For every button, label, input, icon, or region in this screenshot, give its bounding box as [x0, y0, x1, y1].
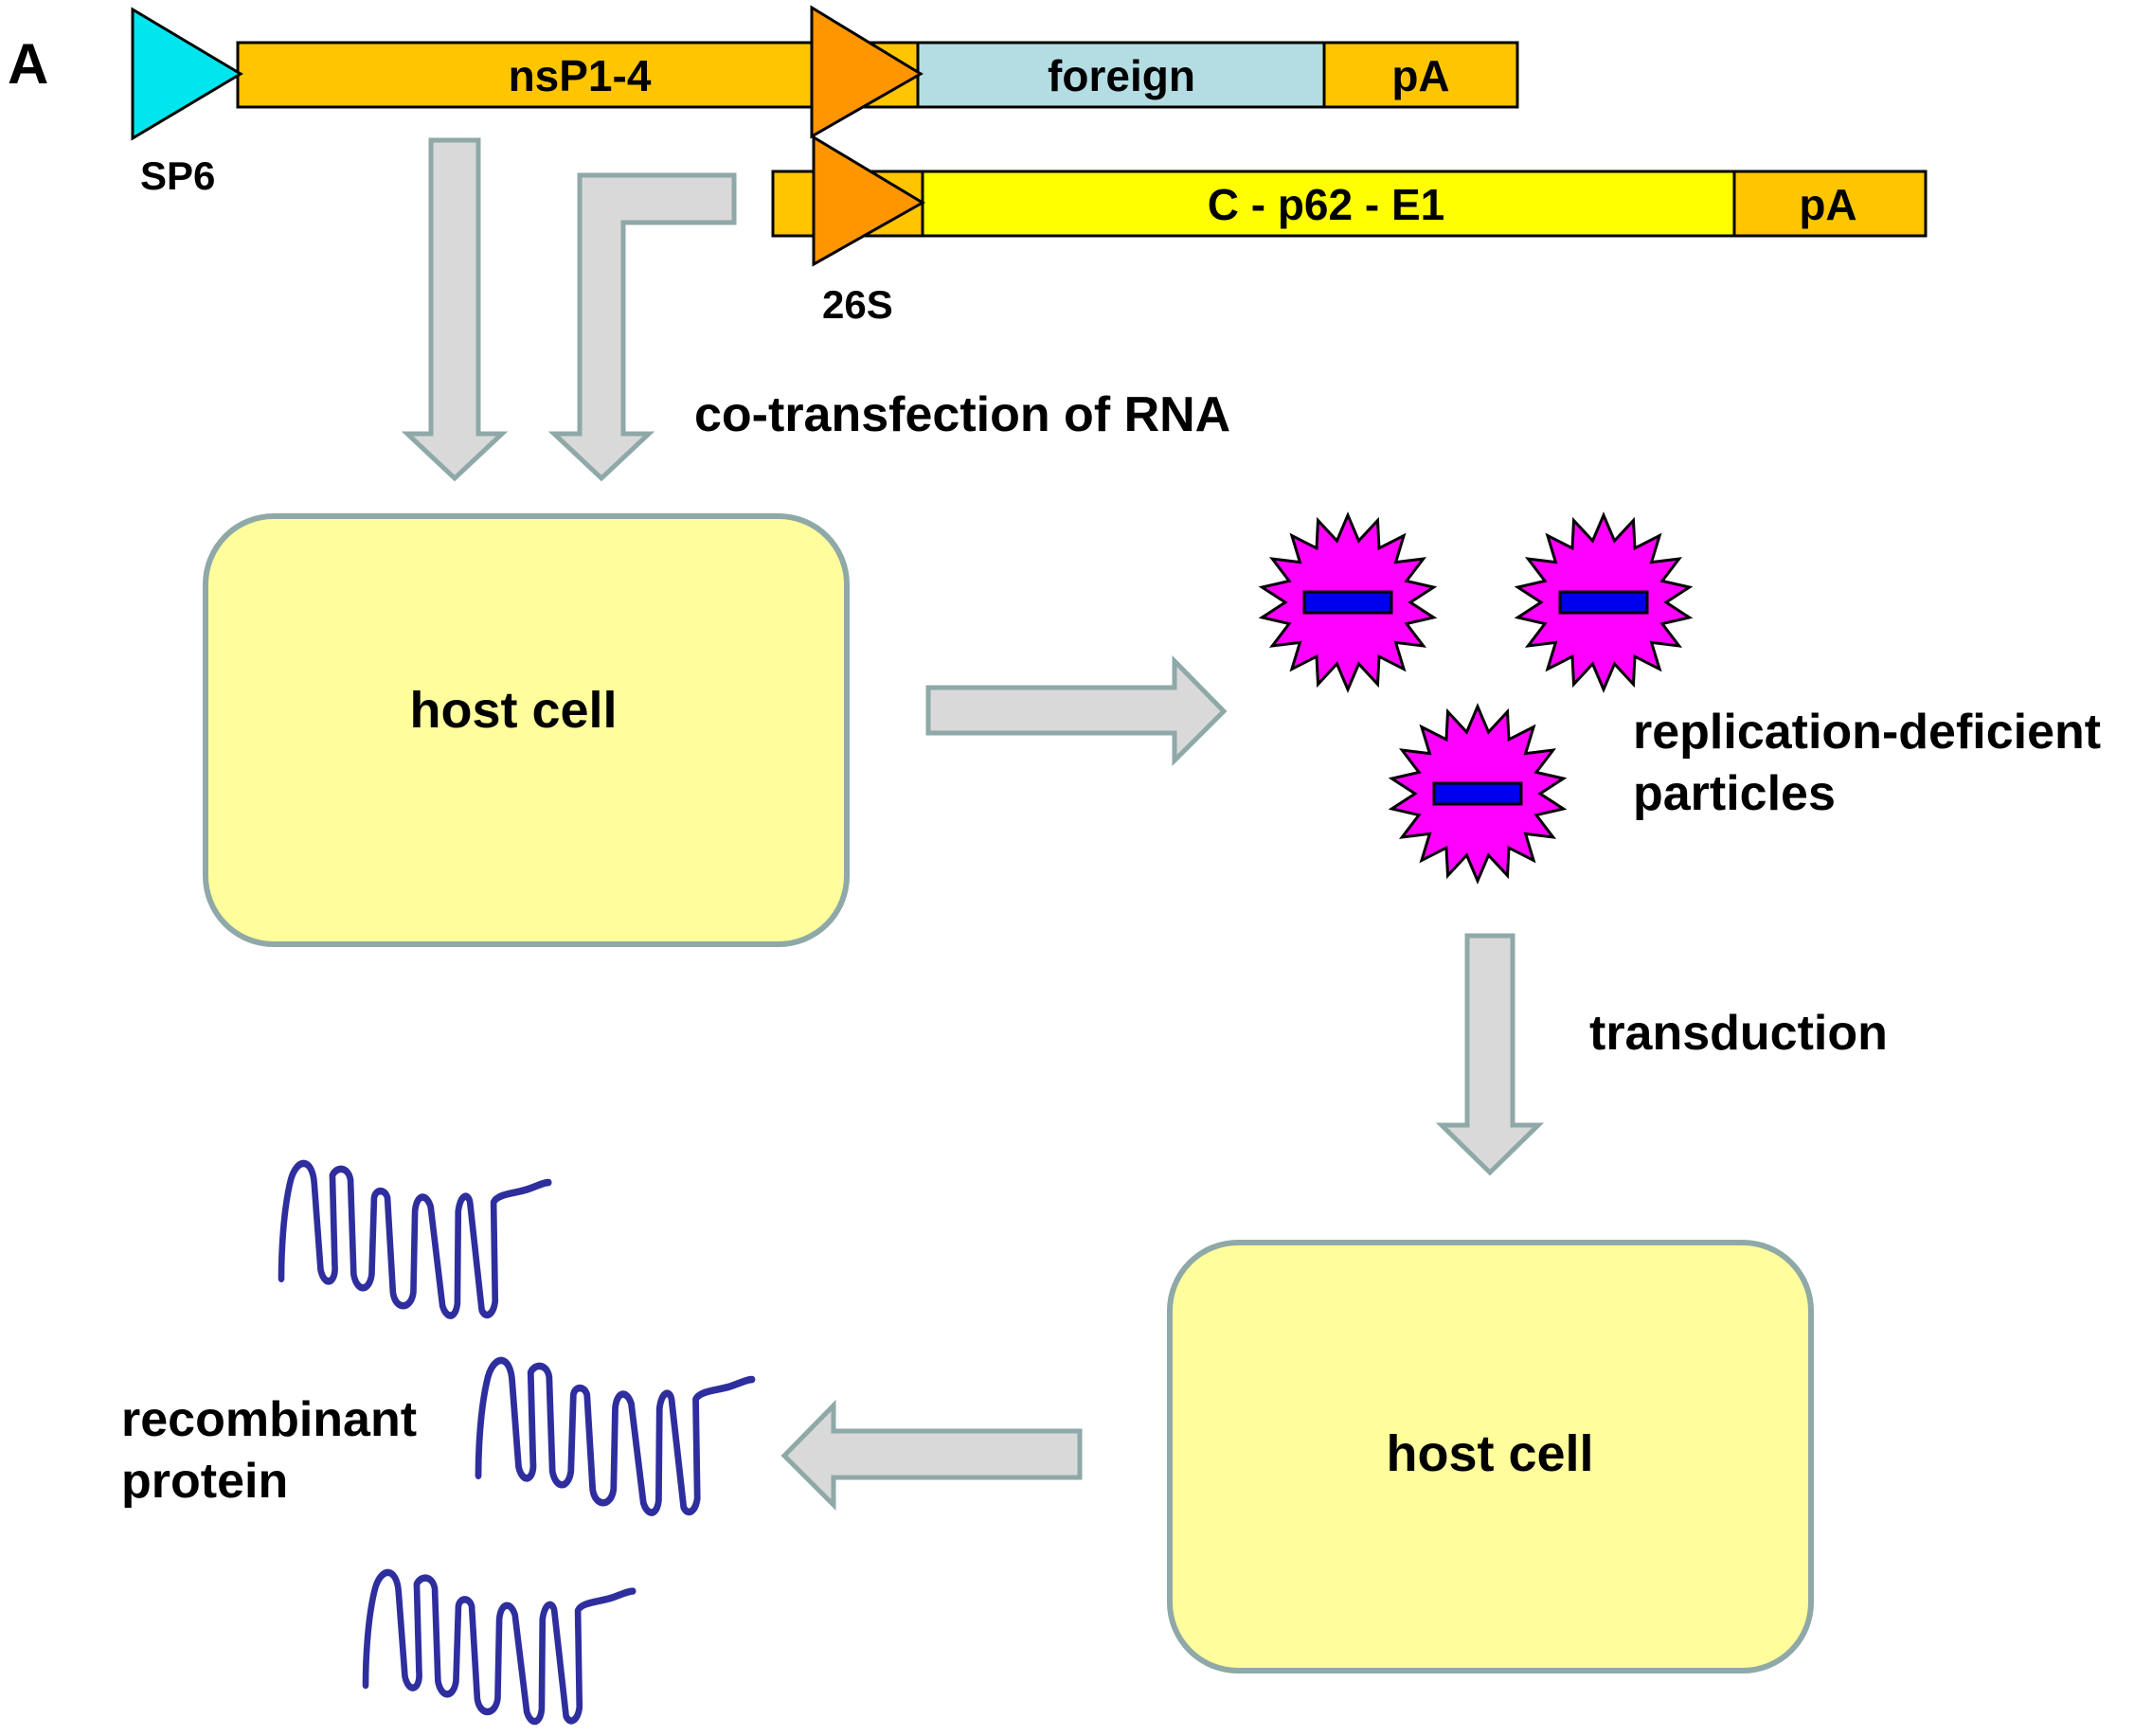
squiggle-protein-icon: [281, 1163, 548, 1315]
host-cell-2: [1167, 1240, 1814, 1673]
sp6-label: SP6: [140, 153, 215, 198]
starburst-particle-icon: [1258, 511, 1438, 693]
protein-label: recombinant protein: [121, 1392, 431, 1509]
particles-label-line-2: particles: [1633, 766, 1836, 821]
sp6-promoter-icon: [131, 7, 243, 141]
cotransfection-label: co-transfection of RNA: [694, 387, 1230, 442]
replicon-construct: nsP1-4 foreign pA SP6: [131, 5, 1519, 198]
replicon-polya-segment: [1322, 41, 1519, 109]
to-particles-arrow: [925, 654, 1228, 767]
starburst-particle-icon: [1388, 703, 1568, 885]
replicon-down-arrow: [401, 137, 509, 482]
replicon-polya-label: pA: [1391, 51, 1449, 100]
nsp-label: nsP1-4: [509, 51, 652, 100]
squiggle-protein-icon: [478, 1360, 752, 1512]
protein-label-line-1: recombinant: [121, 1392, 417, 1447]
foreign-segment: [916, 41, 1328, 109]
foreign-label: foreign: [1048, 51, 1195, 100]
helper-bent-arrow: [547, 172, 737, 482]
particles-label: replication-deficient particles: [1633, 705, 2115, 821]
host-cell-1-label: host cell: [409, 682, 617, 739]
to-protein-arrow: [780, 1399, 1083, 1512]
protein-label-line-2: protein: [121, 1454, 288, 1509]
helper-construct: C - p62 - E1 pA 26S: [771, 134, 1928, 327]
squiggle-protein-icon: [366, 1572, 633, 1721]
26s-helper-promoter-icon: [812, 134, 925, 267]
transduction-arrow: [1435, 933, 1545, 1176]
starburst-particle-icon: [1514, 511, 1694, 693]
host-cell-1: [203, 513, 850, 947]
helper-polya-label: pA: [1799, 180, 1856, 229]
26s-label: 26S: [822, 282, 893, 327]
helper-polya-segment: [1732, 170, 1928, 238]
structural-label: C - p62 - E1: [1208, 180, 1445, 229]
transduction-label: transduction: [1589, 1006, 1888, 1061]
particle-group: [1258, 511, 1694, 885]
particles-label-line-1: replication-deficient: [1633, 705, 2101, 760]
host-cell-2-label: host cell: [1386, 1425, 1593, 1482]
panel-label: A: [8, 32, 48, 96]
26s-promoter-icon: [810, 5, 924, 139]
